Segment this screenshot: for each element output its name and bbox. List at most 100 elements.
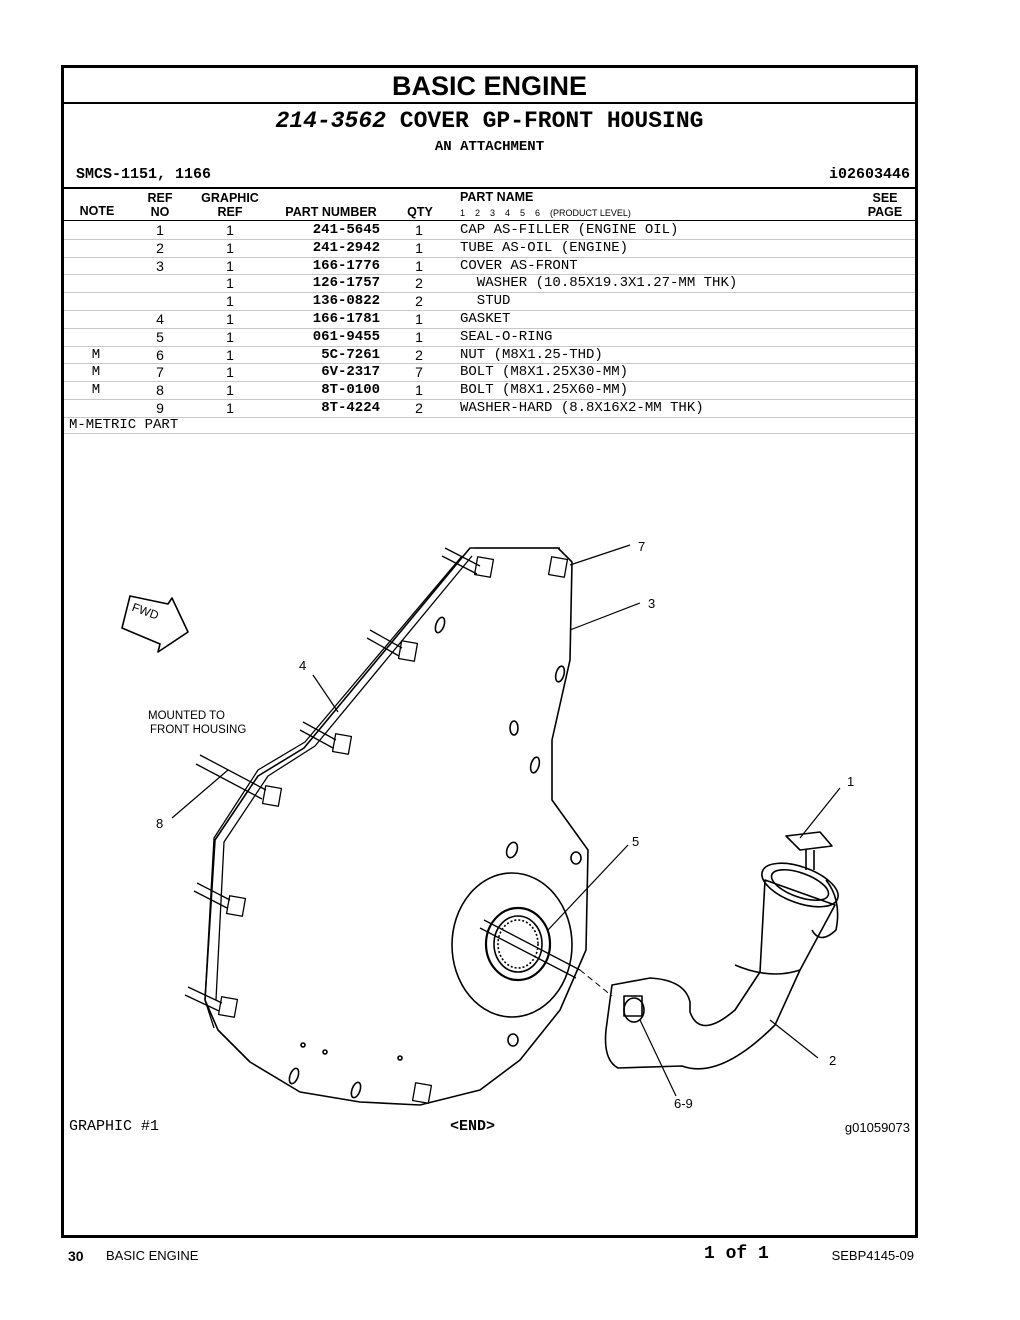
qty-cell: 1	[415, 257, 423, 274]
part-name-cell: SEAL-O-RING	[460, 328, 553, 345]
bolt	[184, 547, 569, 1104]
cover-hole	[288, 1067, 300, 1085]
page-number: 30	[68, 1248, 84, 1264]
publication-number: SEBP4145-09	[831, 1248, 914, 1263]
callout-4: 4	[299, 658, 306, 673]
front-cover-outline	[204, 547, 589, 1106]
mounted-label-line2: FRONT HOUSING	[150, 724, 246, 736]
ref-cell: 6	[156, 346, 164, 363]
callout-1: 1	[847, 774, 854, 789]
seal-o-ring	[484, 906, 552, 982]
qty-cell: 1	[415, 239, 423, 256]
graphic-label: GRAPHIC #1	[69, 1118, 160, 1135]
section-title: BASIC ENGINE	[64, 68, 915, 104]
part-number-cell: 6V-2317	[321, 364, 380, 381]
cover-hole	[505, 841, 519, 859]
graphic-ref-cell: 1	[226, 222, 234, 238]
ref-cell: 2	[156, 239, 164, 256]
graphic-id: g01059073	[844, 1120, 910, 1135]
graphic-ref-cell: 1	[226, 293, 234, 310]
part-number-cell: 061-9455	[312, 328, 380, 345]
part-name-cell: GASKET	[460, 311, 511, 327]
group-name: COVER GP-FRONT HOUSING	[399, 108, 704, 134]
callout-5: 5	[632, 834, 639, 849]
graphic-ref-cell: 1	[226, 346, 234, 363]
cover-hole	[554, 665, 566, 683]
note-cell: M	[91, 364, 101, 381]
col-header-part-name: PART NAME	[460, 190, 534, 204]
part-name-cell: WASHER-HARD (8.8X16X2-MM THK)	[460, 400, 704, 416]
callout-6-9: 6-9	[674, 1096, 693, 1111]
tube-flange	[623, 997, 645, 1023]
cover-hole	[570, 851, 582, 865]
table-row: 9 1 8T-4224 2 WASHER-HARD (8.8X16X2-MM THK)	[64, 400, 915, 418]
cover-hole	[529, 756, 541, 774]
oil-tube	[604, 879, 836, 1070]
qty-cell: 2	[415, 346, 423, 363]
filler-cap	[785, 831, 833, 851]
qty-cell: 1	[415, 311, 423, 327]
qty-cell: 2	[415, 400, 423, 416]
col-header-ref-bottom: NO	[150, 205, 170, 219]
col-header-part-number: PART NUMBER	[285, 205, 377, 219]
graphic-ref-cell: 1	[226, 257, 234, 274]
col-header-note: NOTE	[79, 204, 115, 218]
page-frame: BASIC ENGINE 214-3562 COVER GP-FRONT HOU…	[61, 65, 918, 1238]
graphic-ref-cell: 1	[226, 239, 234, 256]
mounted-label-line1: MOUNTED TO	[148, 710, 225, 722]
header-rule	[64, 187, 915, 189]
group-subtitle: AN ATTACHMENT	[434, 139, 545, 155]
graphic-ref-cell: 1	[226, 328, 234, 345]
ref-cell: 1	[156, 222, 164, 238]
graphic-ref-cell: 1	[226, 364, 234, 381]
qty-cell: 1	[415, 222, 423, 238]
part-number-cell: 241-2942	[312, 239, 380, 256]
graphic-ref-cell: 1	[226, 382, 234, 399]
ref-cell: 9	[156, 400, 164, 416]
qty-cell: 1	[415, 328, 423, 345]
graphic-ref-cell: 1	[226, 311, 234, 327]
ref-cell: 4	[156, 311, 164, 327]
metric-note: M-METRIC PART	[69, 417, 179, 433]
qty-cell: 1	[415, 382, 423, 399]
part-number-cell: 126-1757	[312, 275, 380, 292]
part-number-cell: 166-1781	[312, 311, 380, 327]
callout-2: 2	[829, 1053, 836, 1068]
ref-cell: 7	[156, 364, 164, 381]
cover-hole	[507, 1033, 519, 1047]
col-header-graphic-top: GRAPHIC	[201, 191, 259, 205]
qty-cell: 7	[415, 364, 423, 381]
ref-cell: 3	[156, 257, 164, 274]
col-header-ref: REF NO	[140, 191, 180, 219]
part-number-cell: 136-0822	[312, 293, 380, 310]
col-header-see-top: SEE	[872, 191, 898, 205]
ref-cell: 8	[156, 382, 164, 399]
part-number-cell: 8T-4224	[321, 400, 380, 416]
document-id: i02603446	[828, 166, 910, 183]
end-label: <END>	[450, 1118, 496, 1135]
cover-hole	[350, 1081, 362, 1099]
fwd-label: FWD	[130, 600, 161, 623]
callout-8: 8	[156, 816, 163, 831]
col-header-ref-top: REF	[147, 191, 173, 205]
col-header-qty: QTY	[407, 205, 433, 219]
nut-and-washer	[623, 995, 643, 1017]
footer-title: BASIC ENGINE	[106, 1248, 199, 1263]
smcs-codes: SMCS-1151, 1166	[76, 166, 212, 183]
column-header-rule	[64, 220, 915, 221]
group-title: 214-3562 COVER GP-FRONT HOUSING	[64, 108, 915, 134]
page-of: 1 of 1	[704, 1244, 769, 1264]
col-header-see-page: SEE PAGE	[860, 191, 910, 219]
graphic-ref-cell: 1	[226, 400, 234, 416]
col-header-product-levels: 1 2 3 4 5 6 (PRODUCT LEVEL)	[460, 208, 631, 218]
part-name-cell: STUD	[460, 293, 511, 310]
part-name-cell: BOLT (M8X1.25X60-MM)	[460, 382, 629, 399]
